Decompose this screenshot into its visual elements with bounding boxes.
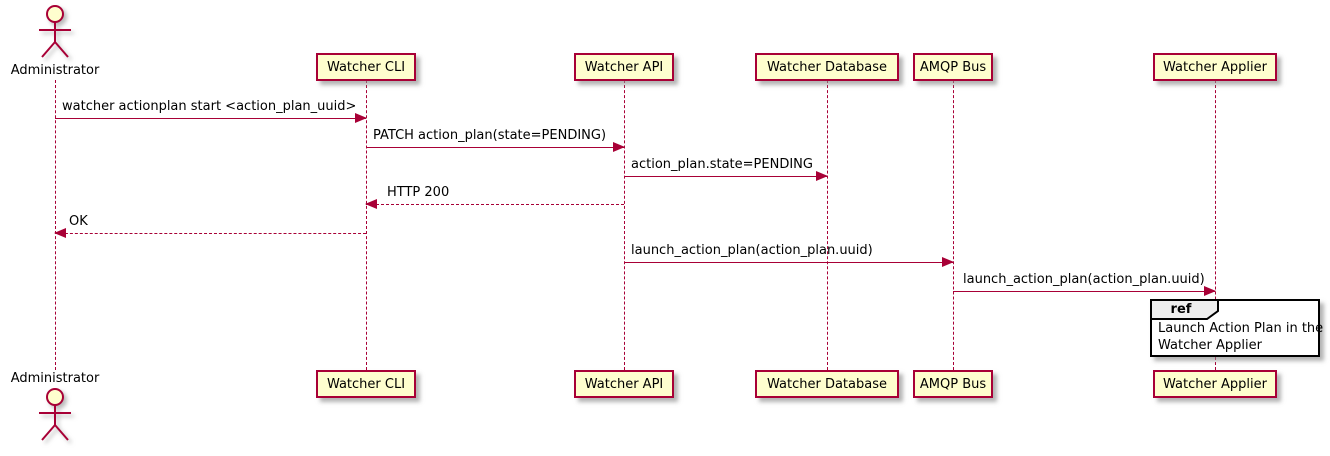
arrowhead-icon <box>942 257 954 267</box>
arrowhead-icon <box>365 199 377 209</box>
participant-label: Watcher Database <box>767 59 887 75</box>
participant-watcher-cli-top: Watcher CLI <box>316 53 416 81</box>
message-label: OK <box>69 214 88 229</box>
participant-label: Watcher API <box>584 59 664 75</box>
participant-label: AMQP Bus <box>919 59 987 75</box>
lifeline-watcher-cli <box>366 80 367 370</box>
message-line <box>953 291 1215 292</box>
participant-amqp-bus-top: AMQP Bus <box>913 53 993 81</box>
participant-label: Watcher Applier <box>1163 59 1267 75</box>
actor-icon <box>39 5 71 58</box>
lifeline-watcher-database <box>827 80 828 370</box>
participant-amqp-bus-bottom: AMQP Bus <box>913 370 993 398</box>
arrowhead-icon <box>613 142 625 152</box>
lifeline-administrator <box>55 80 56 370</box>
participant-watcher-api-bottom: Watcher API <box>574 370 674 398</box>
participant-watcher-applier-top: Watcher Applier <box>1153 53 1277 81</box>
message-label: watcher actionplan start <action_plan_uu… <box>62 99 357 114</box>
lifeline-watcher-api <box>624 80 625 370</box>
message-label: HTTP 200 <box>387 185 450 200</box>
participant-watcher-database-top: Watcher Database <box>755 53 899 81</box>
message-line <box>55 233 366 234</box>
message-label: PATCH action_plan(state=PENDING) <box>373 128 607 143</box>
ref-text-line: Launch Action Plan in the <box>1158 321 1324 336</box>
participant-watcher-applier-bottom: Watcher Applier <box>1153 370 1277 398</box>
participant-label: AMQP Bus <box>919 376 987 392</box>
participant-label: Watcher Applier <box>1163 376 1267 392</box>
lifeline-watcher-applier <box>1215 80 1216 370</box>
message-label: action_plan.state=PENDING <box>631 157 813 172</box>
arrowhead-icon <box>816 171 828 181</box>
message-label: launch_action_plan(action_plan.uuid) <box>631 243 873 258</box>
message-line <box>366 147 624 148</box>
ref-text-line: Watcher Applier <box>1158 338 1262 353</box>
message-line <box>366 204 624 205</box>
arrowhead-icon <box>54 228 66 238</box>
arrowhead-icon <box>355 113 367 123</box>
participant-label: Watcher API <box>584 376 664 392</box>
ref-keyword: ref <box>1170 302 1192 317</box>
participant-watcher-cli-bottom: Watcher CLI <box>316 370 416 398</box>
actor-label-bottom: Administrator <box>10 371 100 386</box>
ref-body: Launch Action Plan in the Watcher Applie… <box>1158 320 1323 354</box>
participant-label: Watcher Database <box>767 376 887 392</box>
lifeline-amqp-bus <box>953 80 954 370</box>
participant-watcher-api-top: Watcher API <box>574 53 674 81</box>
message-line <box>55 118 366 119</box>
actor-icon <box>39 388 71 441</box>
message-label: launch_action_plan(action_plan.uuid) <box>963 272 1205 287</box>
participant-label: Watcher CLI <box>326 59 406 75</box>
arrowhead-icon <box>1204 286 1216 296</box>
ref-tab-icon <box>1150 299 1219 320</box>
participant-label: Watcher CLI <box>326 376 406 392</box>
message-line <box>624 262 953 263</box>
actor-label-top: Administrator <box>10 63 100 78</box>
ref-fragment: ref Launch Action Plan in the Watcher Ap… <box>1150 299 1323 357</box>
message-line <box>624 176 827 177</box>
participant-watcher-database-bottom: Watcher Database <box>755 370 899 398</box>
